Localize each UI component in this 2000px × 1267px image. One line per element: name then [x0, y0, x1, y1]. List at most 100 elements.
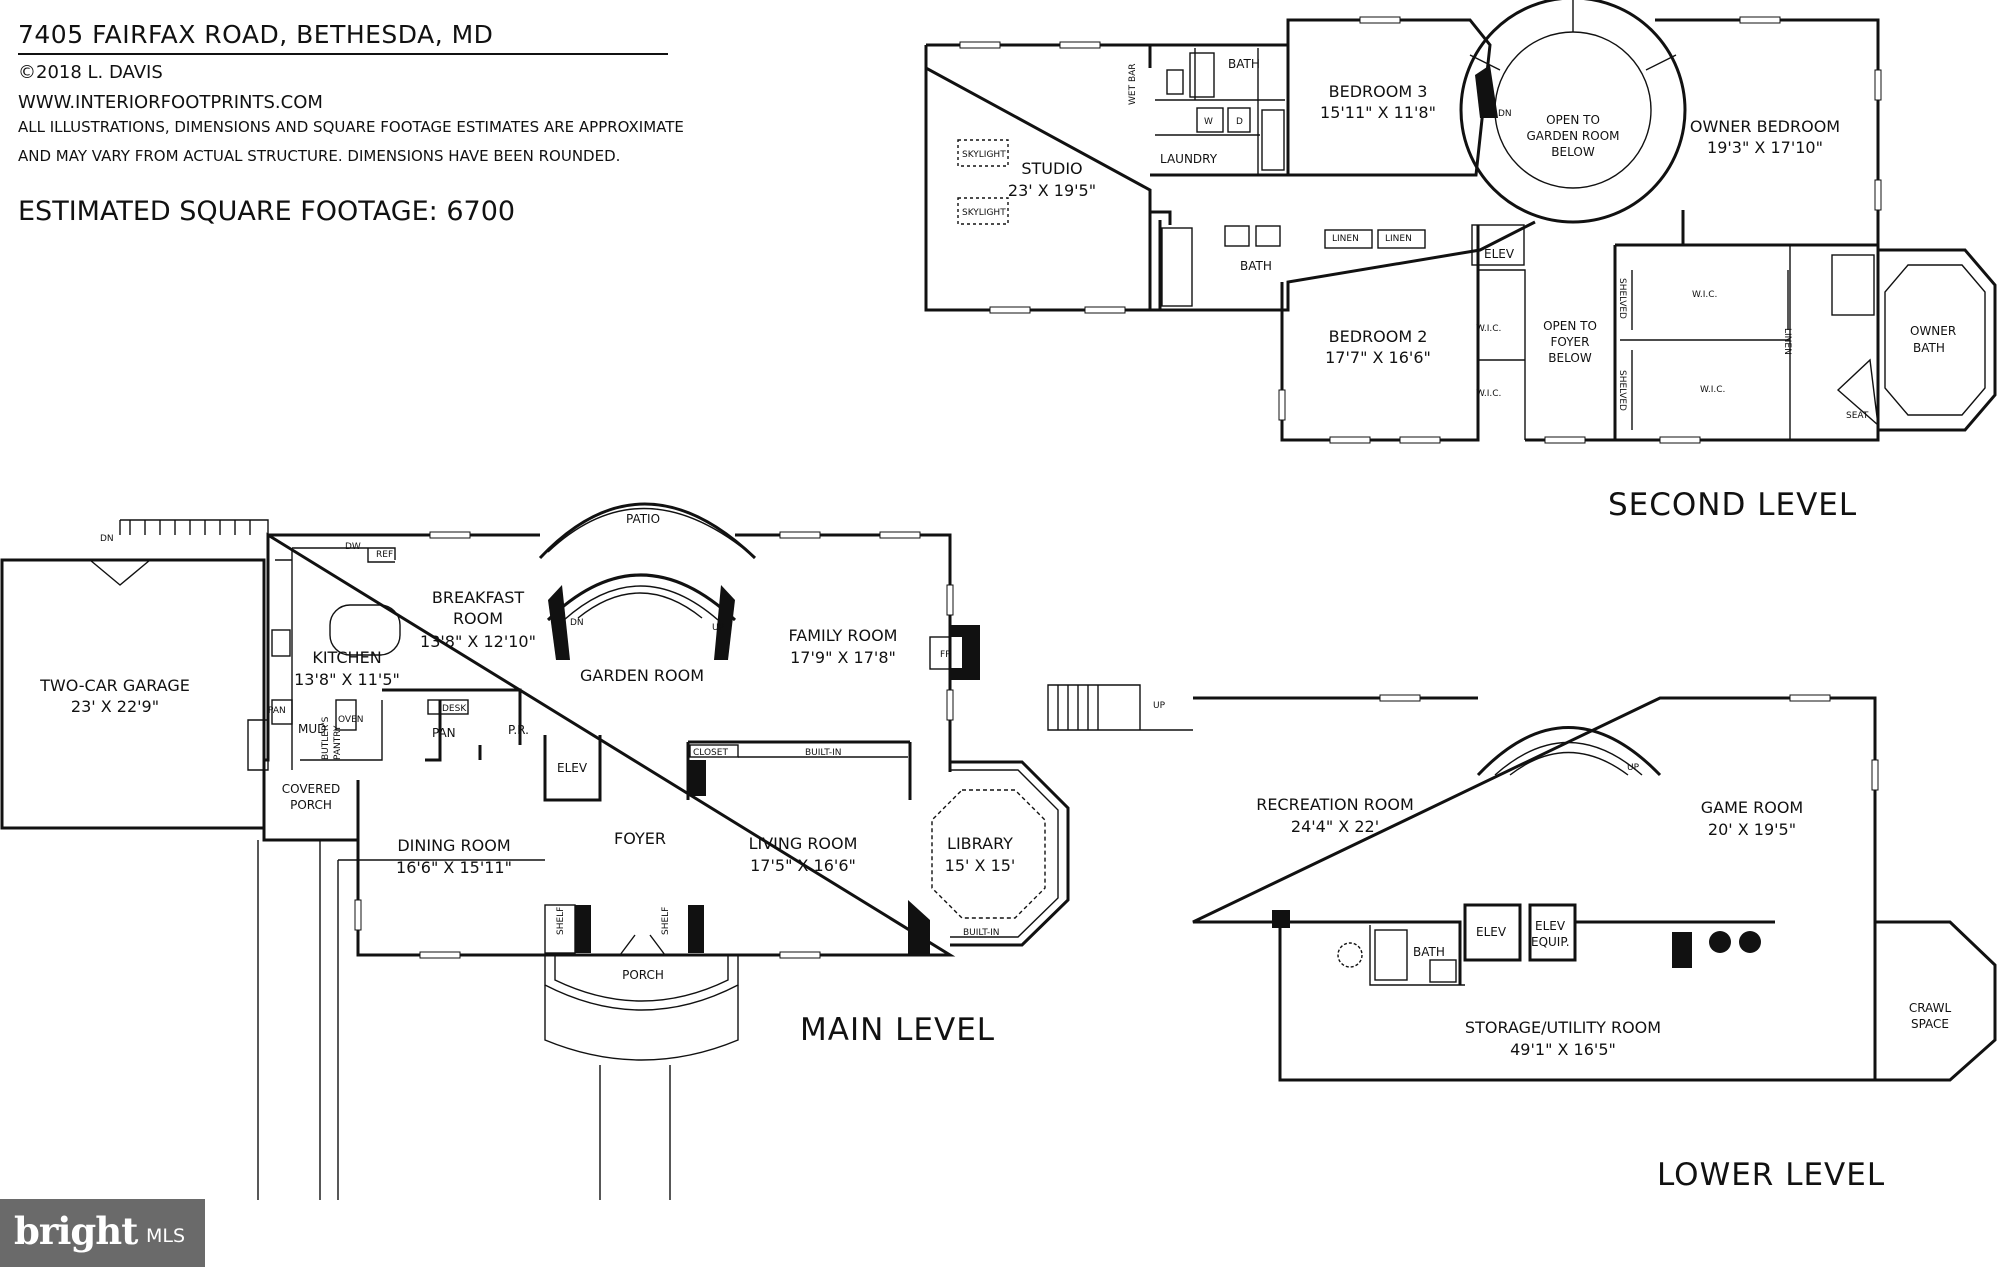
studio-dims: 23' X 19'5" [1008, 181, 1096, 200]
dn-label-2: DN [570, 618, 584, 628]
owner-bath-walls [1878, 248, 1997, 432]
builtin-label-1: BUILT-IN [805, 748, 842, 758]
open-garden-label-2: GARDEN ROOM [1526, 129, 1619, 143]
title-underline [18, 53, 668, 55]
storage-room-label: STORAGE/UTILITY ROOM [1465, 1018, 1661, 1037]
library-walls [950, 760, 1070, 947]
open-foyer-label-1: OPEN TO [1543, 319, 1597, 333]
storage-room-dims: 49'1" X 16'5" [1510, 1040, 1616, 1059]
butlers-label-1: BUTLER'S [321, 716, 331, 760]
square-footage: ESTIMATED SQUARE FOOTAGE: 6700 [18, 196, 516, 227]
dn-label: DN [1498, 109, 1512, 119]
mud-label: MUD [298, 722, 326, 736]
shelved-label-2: SHELVED [1617, 370, 1627, 411]
lower-elev-label: ELEV [1476, 925, 1507, 939]
shelf-label-2: SHELF [661, 907, 671, 935]
second-level-title: SECOND LEVEL [1608, 487, 1857, 523]
crawl-space-label-2: SPACE [1911, 1017, 1949, 1031]
bedroom2-walls [1280, 225, 1480, 442]
kitchen-dims: 13'8" X 11'5" [294, 670, 400, 689]
dining-room-label: DINING ROOM [397, 836, 510, 855]
elev-equip-label-1: ELEV [1535, 919, 1566, 933]
dw-label: DW [345, 542, 361, 552]
wic-label-2: W.I.C. [1476, 389, 1501, 399]
disclaimer-line-2: AND MAY VARY FROM ACTUAL STRUCTURE. DIME… [18, 147, 621, 165]
elev-equip-label-2: EQUIP. [1531, 935, 1570, 949]
studio-label: STUDIO [1021, 159, 1082, 178]
rotunda-wall [1459, 0, 1687, 224]
crawl-space-walls [1875, 920, 1997, 1082]
dining-room-dims: 16'6" X 15'11" [396, 858, 512, 877]
living-room-label: LIVING ROOM [749, 834, 858, 853]
covered-porch-label-1: COVERED [282, 782, 341, 796]
bedroom2-dims: 17'7" X 16'6" [1325, 348, 1431, 367]
wic-label-3: W.I.C. [1692, 290, 1717, 300]
family-room-label: FAMILY ROOM [789, 626, 898, 645]
logo-mls-text: MLS [146, 1225, 186, 1247]
bedroom3-dims: 15'11" X 11'8" [1320, 103, 1436, 122]
open-foyer-label-2: FOYER [1551, 335, 1590, 349]
living-room-dims: 17'5" X 16'6" [750, 856, 856, 875]
breakfast-label-1: BREAKFAST [432, 588, 524, 607]
lower-up-label-2: UP [1627, 763, 1640, 773]
main-level-plan [0, 502, 1070, 1200]
skylight-label-2: SKYLIGHT [962, 208, 1006, 218]
lower-up-label-1: UP [1153, 701, 1166, 711]
logo-brand-text: bright [14, 1209, 138, 1253]
copyright-text: ©2018 L. DAVIS [18, 62, 163, 83]
owner-bedroom-dims: 19'3" X 17'10" [1707, 138, 1823, 157]
wic-label-4: W.I.C. [1700, 385, 1725, 395]
desk-label: DESK [442, 704, 467, 714]
library-label: LIBRARY [947, 834, 1013, 853]
open-foyer-label-3: BELOW [1548, 351, 1592, 365]
recreation-room-label: RECREATION ROOM [1256, 795, 1414, 814]
family-room-dims: 17'9" X 17'8" [790, 648, 896, 667]
disclaimer-line-1: ALL ILLUSTRATIONS, DIMENSIONS AND SQUARE… [18, 118, 684, 136]
shelved-label-1: SHELVED [1617, 278, 1627, 319]
pan-label-2: PAN [432, 726, 456, 740]
washer-label: W [1204, 117, 1213, 127]
game-room-label: GAME ROOM [1701, 798, 1803, 817]
library-dims: 15' X 15' [945, 856, 1016, 875]
builtin-label-2: BUILT-IN [963, 928, 1000, 938]
recreation-room-dims: 24'4" X 22' [1291, 817, 1379, 836]
dryer-label: D [1236, 117, 1243, 127]
bedroom3-walls [1286, 18, 1492, 177]
bedroom3-label: BEDROOM 3 [1329, 82, 1428, 101]
website-text: WWW.INTERIORFOOTPRINTS.COM [18, 92, 323, 113]
service-block-walls [1150, 43, 1290, 177]
owner-suite-walls [1615, 243, 1880, 442]
shelf-label-1: SHELF [556, 907, 566, 935]
main-elev-label: ELEV [557, 761, 588, 775]
dn-label-1: DN [100, 534, 114, 544]
bedroom2-label: BEDROOM 2 [1329, 327, 1428, 346]
breakfast-label-2: ROOM [453, 609, 503, 628]
main-elevator [543, 735, 602, 802]
patio-label: PATIO [626, 512, 660, 526]
main-house-walls [262, 532, 956, 957]
linen-label-3: LINEN [1782, 328, 1792, 355]
open-garden-label-1: OPEN TO [1546, 113, 1600, 127]
covered-porch-label-2: PORCH [290, 798, 332, 812]
owner-bedroom-label: OWNER BEDROOM [1690, 117, 1840, 136]
bath-top-label: BATH [1228, 57, 1260, 71]
fp-label: FP [940, 650, 951, 660]
linen-label-2: LINEN [1385, 234, 1412, 244]
wic-label-1: W.I.C. [1476, 324, 1501, 334]
up-label: UP [712, 623, 725, 633]
pan-label-1: PAN [268, 706, 286, 716]
bright-mls-logo: bright MLS [0, 1199, 205, 1267]
lower-stair [1476, 726, 1662, 777]
garage-dims: 23' X 22'9" [71, 697, 159, 716]
linen-label-1: LINEN [1332, 234, 1359, 244]
owner-bath-label-1: OWNER [1910, 324, 1956, 338]
ref-label: REF [376, 550, 393, 560]
garage-walls [0, 558, 266, 830]
wet-bar-label: WET BAR [1128, 63, 1138, 105]
main-stair [546, 573, 737, 622]
closet-label: CLOSET [693, 748, 728, 758]
crawl-space-label-1: CRAWL [1909, 1001, 1952, 1015]
game-room-dims: 20' X 19'5" [1708, 820, 1796, 839]
pr-label: P.R. [508, 723, 529, 737]
